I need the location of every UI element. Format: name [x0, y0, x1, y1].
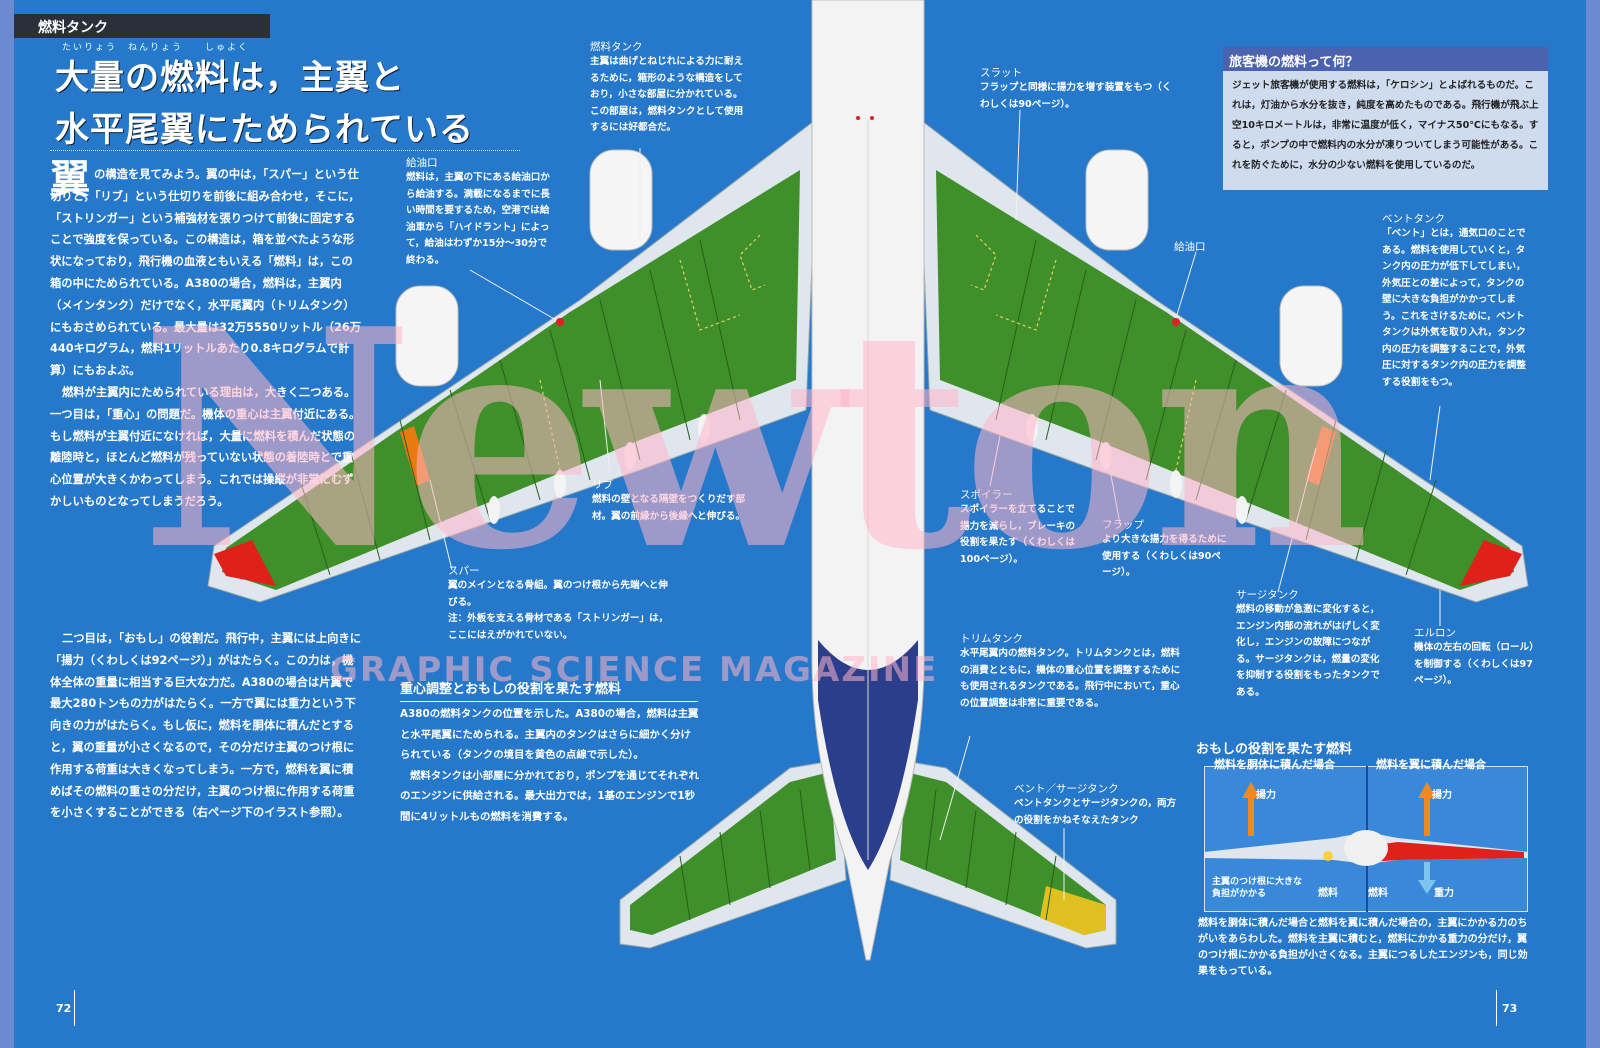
annotation-spar: スパー 翼のメインとなる骨組。翼のつけ根から先端へと伸びる。 注：外板を支える骨… — [448, 564, 674, 644]
annotation-text: ベントタンクとサージタンクの，両方の役割をかねそなえたタンク — [1014, 798, 1177, 826]
weight-diagram-drawing — [1204, 782, 1528, 894]
annotation-title: 燃料タンク — [590, 41, 643, 53]
body-paragraph-3: 二つ目は，「おもし」の役割だ。飛行中，主翼には上向きに「揚力（くわしくは92ペー… — [50, 632, 362, 820]
section-text: A380の燃料タンクの位置を示した。A380の場合，燃料は主翼と水平尾翼にためら… — [400, 704, 700, 827]
annotation-title: フラップ — [1102, 519, 1144, 531]
annotation-note: 注：外板を支える骨材である「ストリンガー」は，ここにはえがかれていない。 — [448, 613, 669, 641]
annotation-text: 水平尾翼内の燃料タンク。トリムタンクとは，燃料の消費とともに，機体の重心位置を調… — [960, 648, 1181, 709]
annotation-title: 給油口 — [1174, 241, 1206, 253]
tank-boundaries — [539, 234, 1197, 471]
left-margin-strip — [0, 0, 14, 1048]
right-surge-tank — [1306, 426, 1336, 486]
left-stabilizer-tank — [630, 772, 836, 935]
annotation-title: リブ — [592, 479, 613, 491]
annotation-fuel-tank: 燃料タンク 主翼は曲げとねじれによる力に耐えるために，箱形のような構造をしており… — [590, 40, 746, 137]
annotation-flap: フラップ より大きな揚力を得るために使用する（くわしくは90ページ）。 — [1102, 518, 1228, 582]
body-paragraph-1: の構造を見てみよう。翼の中は，「スパー」という仕切りと，「リブ」という仕切りを前… — [50, 168, 362, 378]
annotation-refuel-port: 給油口 燃料は，主翼の下にある給油口から給油する。満載になるまでに長い時間を要す… — [406, 156, 554, 269]
weight-caption: 燃料を胴体に積んだ場合と燃料を翼に積んだ場合の，主翼にかかる力のちがいをあらわし… — [1198, 918, 1528, 977]
section-tab: 燃料タンク — [14, 14, 270, 38]
weight-gravity: 重力 — [1434, 888, 1454, 899]
weight-diagram-title: おもしの役割を果たす燃料 — [1196, 742, 1353, 757]
title-divider — [50, 150, 520, 151]
right-margin-strip — [1586, 0, 1600, 1048]
annotation-aileron: エルロン 機体の左右の回転（ロール）を制御する（くわしくは97ページ）。 — [1414, 626, 1540, 690]
annotation-text: 燃料の移動が急激に変化すると，エンジン内部の流れがはげしく変化し，エンジンの故障… — [1236, 604, 1380, 698]
title-line-2: 水平尾翼にためられている — [55, 110, 474, 150]
annotation-vent-surge-tank: ベント／サージタンク ベントタンクとサージタンクの，両方の役割をかねそなえたタン… — [1014, 782, 1184, 829]
weight-right-label: 燃料を翼に積んだ場合 — [1376, 758, 1486, 771]
section-paragraph-2: 燃料タンクは小部屋に分かれており，ポンプを通じてそれぞれのエンジンに供給される。… — [400, 769, 699, 823]
weight-lift-right: 揚力 — [1432, 790, 1452, 801]
annotation-vent-tank: ベントタンク 「ベント」とは，通気口のことである。燃料を使用していくと，タンク内… — [1382, 212, 1532, 391]
weight-lift-left: 揚力 — [1256, 790, 1276, 801]
flap-track-fairings — [488, 414, 1248, 524]
annotation-title: 給油口 — [406, 157, 438, 169]
annotation-text: より大きな揚力を得るために使用する（くわしくは90ページ）。 — [1102, 534, 1227, 578]
annotation-title: ベントタンク — [1382, 213, 1445, 225]
weight-left-label: 燃料を胴体に積んだ場合 — [1214, 758, 1335, 771]
annotation-slat: スラット フラップと同様に揚力を増す装置をもつ（くわしくは90ページ）。 — [980, 66, 1176, 113]
annotation-text: 主翼は曲げとねじれによる力に耐えるために，箱形のような構造をしており，小さな部屋… — [590, 56, 744, 133]
wing-ribs — [299, 239, 1437, 576]
page-number-rule-right — [1496, 990, 1497, 1026]
annotation-text: 「ベント」とは，通気口のことである。燃料を使用していくと，タンク内の圧力が低下し… — [1382, 228, 1526, 388]
annotation-title: サージタンク — [1236, 589, 1299, 601]
title-ruby: たいりょう ねんりょう しゅよく — [62, 43, 250, 53]
weight-fuel-right: 燃料 — [1368, 888, 1388, 899]
section-paragraph-1: A380の燃料タンクの位置を示した。A380の場合，燃料は主翼と水平尾翼にためら… — [400, 708, 699, 761]
annotation-refuel-port-right: 給油口 — [1174, 240, 1234, 254]
annotation-spoiler: スポイラー スポイラーを立てることで揚力を減らし，ブレーキの役割を果たす（くわし… — [960, 488, 1084, 568]
annotation-text: 機体の左右の回転（ロール）を制御する（くわしくは97ページ）。 — [1414, 642, 1539, 686]
left-vent-tank — [214, 540, 276, 586]
body-text: の構造を見てみよう。翼の中は，「スパー」という仕切りと，「リブ」という仕切りを前… — [50, 164, 362, 513]
annotation-text: スポイラーを立てることで揚力を減らし，ブレーキの役割を果たす（くわしくは100ペ… — [960, 504, 1076, 565]
left-refuel-port — [556, 318, 564, 326]
page-number-rule-left — [74, 990, 75, 1026]
annotation-title: トリムタンク — [960, 633, 1023, 645]
weight-load-note: 主翼のつけ根に大きな負担がかかる — [1212, 877, 1303, 899]
annotation-text: 燃料の壁となる隔壁をつくりだす部材。翼の前縁から後縁へと伸びる。 — [592, 494, 746, 522]
annotation-text: 翼のメインとなる骨組。翼のつけ根から先端へと伸びる。 — [448, 580, 668, 608]
trim-vent-tank — [1040, 886, 1106, 935]
right-vent-tank — [1460, 540, 1522, 586]
leader-lines — [429, 109, 1441, 900]
info-box-title: 旅客機の燃料って何？ — [1223, 47, 1548, 71]
info-box-text: ジェット旅客機が使用する燃料は，「ケロシン」とよばれるものだ。これは，灯油から水… — [1232, 80, 1539, 171]
annotation-rib: リブ 燃料の壁となる隔壁をつくりだす部材。翼の前縁から後縁へと伸びる。 — [592, 478, 748, 525]
annotation-title: ベント／サージタンク — [1014, 783, 1119, 795]
annotation-trim-tank: トリムタンク 水平尾翼内の燃料タンク。トリムタンクとは，燃料の消費とともに，機体… — [960, 632, 1182, 712]
annotation-text: フラップと同様に揚力を増す装置をもつ（くわしくは90ページ）。 — [980, 82, 1172, 110]
right-wing-tank — [936, 170, 1514, 590]
page-title: 大量の燃料は，主翼と 水平尾翼にためられている — [55, 52, 474, 156]
section-header: 重心調整とおもしの役割を果たす燃料 — [400, 678, 698, 702]
annotation-title: スパー — [448, 565, 480, 577]
right-refuel-port — [1172, 318, 1180, 326]
engines — [395, 149, 1343, 387]
stabilizer-ribs — [679, 789, 1057, 921]
weight-fuel-left: 燃料 — [1318, 888, 1338, 899]
body-paragraph-2: 燃料が主翼内にためられている理由は，大きく二つある。一つ目は，「重心」の問題だ。… — [50, 385, 361, 508]
annotation-text: 燃料は，主翼の下にある給油口から給油する。満載になるまでに長い時間を要するため，… — [406, 172, 550, 266]
annotation-title: スポイラー — [960, 489, 1013, 501]
annotation-title: スラット — [980, 67, 1022, 79]
annotation-surge-tank: サージタンク 燃料の移動が急激に変化すると，エンジン内部の流れがはげしく変化し，… — [1236, 588, 1388, 701]
left-surge-tank — [400, 426, 430, 486]
page-number-left: 72 — [56, 1002, 72, 1015]
page-number-right: 73 — [1502, 1002, 1518, 1015]
left-wing-tank — [222, 170, 800, 590]
annotation-title: エルロン — [1414, 627, 1456, 639]
drop-cap: 翼 — [50, 157, 90, 203]
title-line-1: 大量の燃料は，主翼と — [55, 58, 405, 98]
